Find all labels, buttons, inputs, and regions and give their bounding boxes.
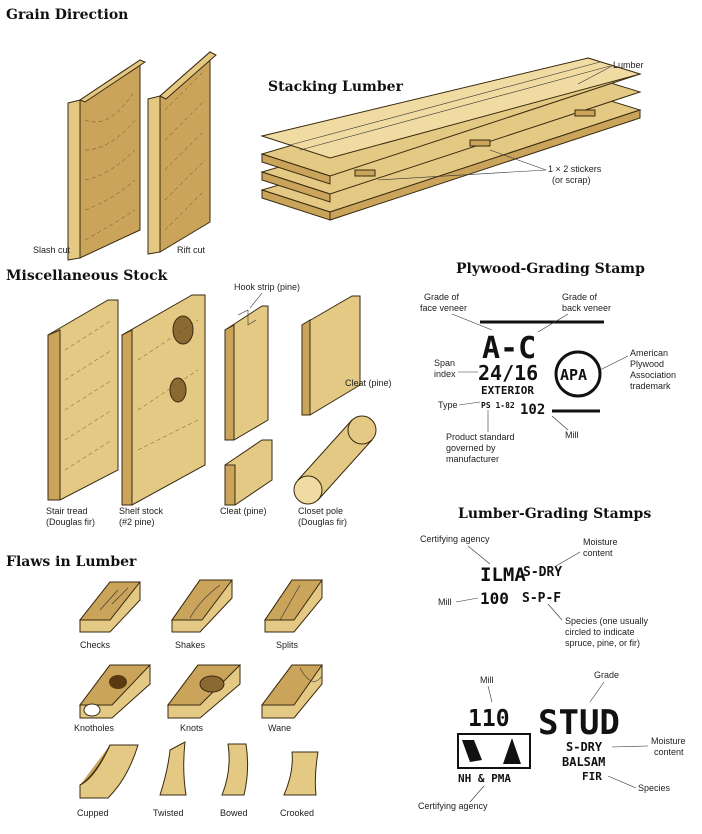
stamp2-grade-label: Grade	[594, 670, 619, 680]
stamp2-mill-label: Mill	[480, 675, 494, 685]
rift-cut-label: Rift cut	[177, 245, 206, 255]
stamp1-species-label-2: circled to indicate	[565, 627, 635, 637]
stamp2-species-1: BALSAM	[562, 755, 605, 769]
stamp-grade: A-C	[482, 331, 536, 366]
flaws-title: Flaws in Lumber	[6, 554, 137, 570]
checks-block	[78, 581, 142, 633]
flaw-label-knots: Knots	[180, 723, 204, 733]
flaw-label-knotholes: Knotholes	[74, 723, 115, 733]
back-veneer-label: Grade of	[562, 292, 598, 302]
cleat-bottom-label: Cleat (pine)	[220, 506, 267, 516]
cleat-bottom-board	[224, 439, 273, 506]
shelf-stock-grade-label: (#2 pine)	[119, 517, 155, 527]
stamp2-mill: 110	[468, 706, 510, 732]
bowed-block	[221, 743, 249, 796]
stamp2-moisture-sub-label: content	[654, 747, 684, 757]
knotholes-block	[79, 664, 152, 719]
flaw-label-bowed: Bowed	[220, 808, 248, 818]
grain-direction-title: Grain Direction	[6, 7, 128, 23]
stamp1-mill-label: Mill	[438, 597, 452, 607]
stamp2-species-label: Species	[638, 783, 671, 793]
stamp2-species-2: FIR	[582, 770, 602, 783]
stamp1-certifying-label: Certifying agency	[420, 534, 490, 544]
apa-label-4: trademark	[630, 381, 671, 391]
stair-tread-board	[47, 299, 119, 501]
cupped-block	[79, 744, 139, 799]
stair-tread-species-label: (Douglas fir)	[46, 517, 95, 527]
stamp1-moisture-label: Moisture	[583, 537, 618, 547]
plywood-stamp-title: Plywood-Grading Stamp	[456, 261, 645, 277]
flaw-label-splits: Splits	[276, 640, 299, 650]
apa-label-1: American	[630, 348, 668, 358]
face-veneer-label: Grade of	[424, 292, 460, 302]
flaw-label-shakes: Shakes	[175, 640, 206, 650]
hook-strip-label: Hook strip (pine)	[234, 282, 300, 292]
shelf-stock-board	[121, 294, 206, 506]
stamp1-mill: 100	[480, 589, 509, 608]
slash-cut-board	[67, 59, 147, 261]
flaw-label-checks: Checks	[80, 640, 111, 650]
crooked-block	[283, 751, 319, 796]
flaw-label-wane: Wane	[268, 723, 291, 733]
lumber-stack	[260, 57, 642, 221]
mill-label: Mill	[565, 430, 579, 440]
product-standard-label-1: Product standard	[446, 432, 515, 442]
stamp1-moisture: S-DRY	[523, 565, 562, 580]
face-veneer-sub-label: face veneer	[420, 303, 467, 313]
slash-cut-label: Slash cut	[33, 245, 71, 255]
span-label: Span	[434, 358, 455, 368]
wane-block	[261, 664, 323, 719]
stamp1-species-label-3: spruce, pine, or fir)	[565, 638, 640, 648]
back-veneer-sub-label: back veneer	[562, 303, 611, 313]
closet-pole-label: Closet pole	[298, 506, 343, 516]
stamp2-moisture-label: Moisture	[651, 736, 686, 746]
apa-label-2: Plywood	[630, 359, 664, 369]
lumber-label: Lumber	[613, 60, 644, 70]
product-standard-label-3: manufacturer	[446, 454, 499, 464]
stamp2-certifying-label: Certifying agency	[418, 801, 488, 811]
rift-cut-board	[147, 50, 217, 255]
stacking-lumber-title: Stacking Lumber	[268, 79, 404, 95]
flaw-label-twisted: Twisted	[153, 808, 184, 818]
twisted-block	[159, 741, 187, 796]
knots-block	[167, 664, 242, 719]
cleat-top-board	[301, 295, 361, 416]
type-label: Type	[438, 400, 458, 410]
shelf-stock-label: Shelf stock	[119, 506, 164, 516]
nh-pma-logo	[457, 733, 531, 769]
stamp-mill: 102	[520, 402, 545, 418]
splits-block	[264, 579, 323, 633]
stickers-sub-label: (or scrap)	[552, 175, 591, 185]
stamp-span: 24/16	[478, 361, 538, 385]
apa-circle	[554, 350, 602, 398]
stair-tread-label: Stair tread	[46, 506, 88, 516]
stamp2-moisture: S-DRY	[566, 740, 603, 754]
stamp-exterior: EXTERIOR	[481, 384, 534, 397]
stamp2-agency: NH & PMA	[458, 772, 511, 785]
product-standard-label-2: governed by	[446, 443, 496, 453]
stamp2-grade: STUD	[538, 703, 620, 743]
stamp-type: PS 1-82	[481, 401, 515, 410]
lumber-stamps-title: Lumber-Grading Stamps	[458, 506, 651, 522]
misc-stock-title: Miscellaneous Stock	[6, 268, 168, 284]
flaw-label-crooked: Crooked	[280, 808, 314, 818]
shakes-block	[171, 579, 233, 633]
span-sub-label: index	[434, 369, 456, 379]
cleat-top-label: Cleat (pine)	[345, 378, 392, 388]
hook-strip-board	[224, 305, 269, 441]
stamp1-agency: ILMA	[480, 564, 526, 586]
stamp1-species: S-P-F	[522, 591, 561, 606]
apa-label-3: Association	[630, 370, 676, 380]
stamp1-species-label-1: Species (one usually	[565, 616, 649, 626]
stickers-label: 1 × 2 stickers	[548, 164, 602, 174]
stamp-apa: APA	[560, 366, 587, 384]
flaw-label-cupped: Cupped	[77, 808, 109, 818]
closet-pole-species-label: (Douglas fir)	[298, 517, 347, 527]
closet-pole	[293, 415, 377, 505]
stamp1-moisture-sub-label: content	[583, 548, 613, 558]
